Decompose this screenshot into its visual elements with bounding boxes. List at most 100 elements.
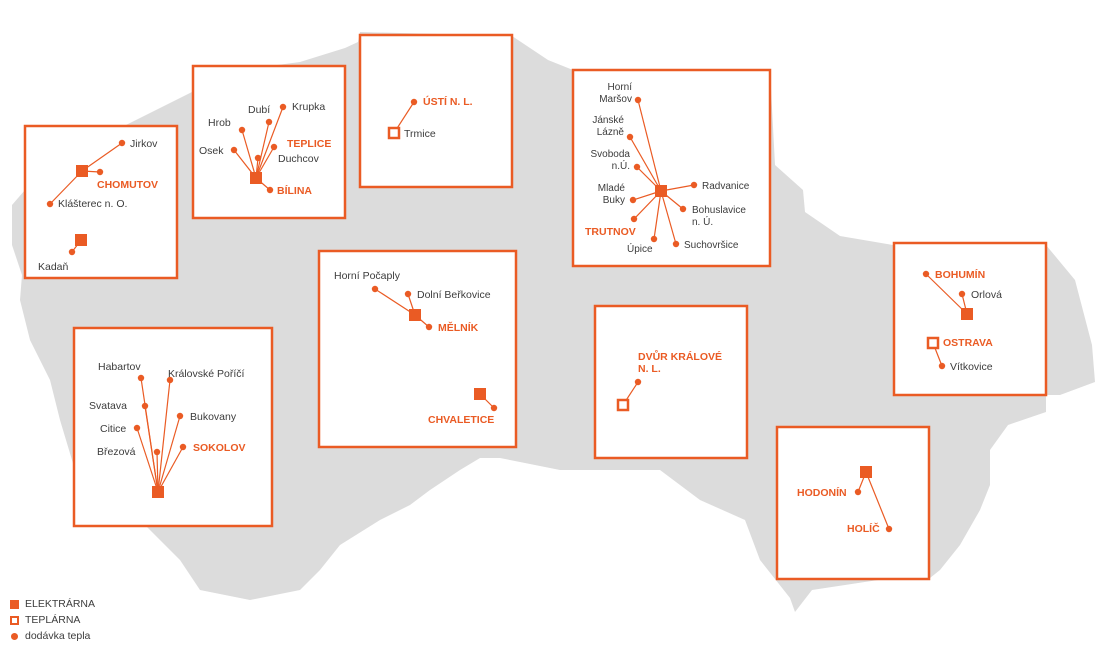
plant-icon xyxy=(76,165,88,177)
heat-supply-icon xyxy=(633,163,641,171)
label-bohumin: BOHUMÍN xyxy=(935,268,985,281)
label-svatava: Svatava xyxy=(89,400,127,412)
label-kralovske-porici: Královské Poříčí xyxy=(168,368,245,380)
label-citice: Citice xyxy=(100,423,126,435)
label-krupka: Krupka xyxy=(292,101,325,113)
label-chomutov: CHOMUTOV xyxy=(97,179,158,191)
label-klasterec: Klášterec n. O. xyxy=(58,198,127,210)
label-orlova: Orlová xyxy=(971,289,1002,301)
heat-supply-icon xyxy=(630,215,638,223)
heat-supply-icon xyxy=(650,235,658,243)
label-chvaletice: CHVALETICE xyxy=(428,414,494,426)
label-hodonin: HODONÍN xyxy=(797,486,847,499)
heat-supply-icon xyxy=(690,181,698,189)
label-sokolov: SOKOLOV xyxy=(193,442,246,454)
connector-lines xyxy=(49,99,968,530)
heat-supply-icon xyxy=(96,168,104,176)
plant-markers xyxy=(75,165,973,498)
plant-icon xyxy=(75,234,87,246)
heat-supply-icon xyxy=(230,146,238,154)
region-frame-usti xyxy=(358,33,514,189)
plant-icon xyxy=(961,308,973,320)
heat-supply-icon xyxy=(672,240,680,248)
label-dolni-berkovice: Dolní Beřkovice xyxy=(417,289,491,301)
heat-supply-icon xyxy=(133,424,141,432)
heat-supply-icon xyxy=(371,285,379,293)
heating-plant-icon xyxy=(387,126,401,140)
heat-supply-icon xyxy=(885,525,893,533)
heat-supply-icon xyxy=(634,378,642,386)
heat-supply-icon xyxy=(266,186,274,194)
plant-icon xyxy=(152,486,164,498)
heat-supply-icon xyxy=(938,362,946,370)
heat-supply-icon xyxy=(626,133,634,141)
heat-supply-icon xyxy=(279,103,287,111)
label-teplice: TEPLICE xyxy=(287,138,331,150)
legend-label-heating-plant: TEPLÁRNA xyxy=(25,614,81,626)
label-vitkovice: Vítkovice xyxy=(950,361,993,373)
plant-icon xyxy=(860,466,872,478)
label-trutnov: TRUTNOV xyxy=(585,226,636,238)
label-suchovrsice: Suchovršice xyxy=(684,240,739,251)
label-osek: Osek xyxy=(199,145,224,157)
heat-supply-icon xyxy=(410,98,418,106)
label-hrob: Hrob xyxy=(208,117,231,129)
heat-supply-icon xyxy=(679,205,687,213)
heating-plant-markers xyxy=(387,126,940,412)
heat-supply-icon xyxy=(265,118,273,126)
region-frame-hodonin xyxy=(775,425,931,581)
heat-supply-markers xyxy=(46,96,966,533)
region-frame-dvur xyxy=(593,304,749,460)
plant-icon xyxy=(655,185,667,197)
label-upice: Úpice xyxy=(627,242,653,255)
heat-supply-icon xyxy=(490,404,498,412)
heat-supply-icon xyxy=(854,488,862,496)
label-horni-pocaply: Horní Počaply xyxy=(334,270,401,282)
plant-icon xyxy=(474,388,486,400)
label-kadan: Kadaň xyxy=(38,261,69,273)
region-frame-melnik xyxy=(317,249,518,449)
heating-plant-icon xyxy=(616,398,630,412)
plant-icon xyxy=(409,309,421,321)
label-holic: HOLÍČ xyxy=(847,522,880,535)
map-labels: Jirkov CHOMUTOV Klášterec n. O. Kadaň Hr… xyxy=(38,82,1002,535)
heat-supply-icon xyxy=(238,126,246,134)
label-ostrava: OSTRAVA xyxy=(943,337,993,349)
legend-label-heat-supply: dodávka tepla xyxy=(25,630,91,642)
label-brezova: Březová xyxy=(97,446,136,458)
plant-icon xyxy=(10,599,19,609)
heat-supply-icon xyxy=(46,200,54,208)
heat-supply-icon xyxy=(629,196,637,204)
label-duchcov: Duchcov xyxy=(278,153,320,165)
heat-supply-icon xyxy=(179,443,187,451)
label-melnik: MĚLNÍK xyxy=(438,321,479,334)
heat-supply-icon xyxy=(166,376,174,384)
label-bukovany: Bukovany xyxy=(190,411,237,423)
region-frame-sokolov xyxy=(72,326,274,528)
label-radvanice: Radvanice xyxy=(702,181,750,192)
label-habartov: Habartov xyxy=(98,361,141,373)
heat-supply-icon xyxy=(11,632,18,640)
heat-supply-icon xyxy=(404,290,412,298)
plant-icon xyxy=(250,172,262,184)
label-bilina: BÍLINA xyxy=(277,184,312,197)
heat-supply-icon xyxy=(634,96,642,104)
legend-item-heating-plant: TEPLÁRNA xyxy=(10,612,95,628)
heating-plant-icon xyxy=(10,615,19,625)
heat-supply-icon xyxy=(68,248,76,256)
heat-supply-icon xyxy=(958,290,966,298)
heat-supply-icon xyxy=(141,402,149,410)
heat-supply-icon xyxy=(176,412,184,420)
label-usti: ÚSTÍ N. L. xyxy=(423,95,473,108)
heat-supply-icon xyxy=(254,154,262,162)
heat-supply-icon xyxy=(137,374,145,382)
map-legend: ELEKTRÁRNA TEPLÁRNA dodávka tepla xyxy=(10,596,95,644)
region-frame-trutnov xyxy=(571,68,772,268)
